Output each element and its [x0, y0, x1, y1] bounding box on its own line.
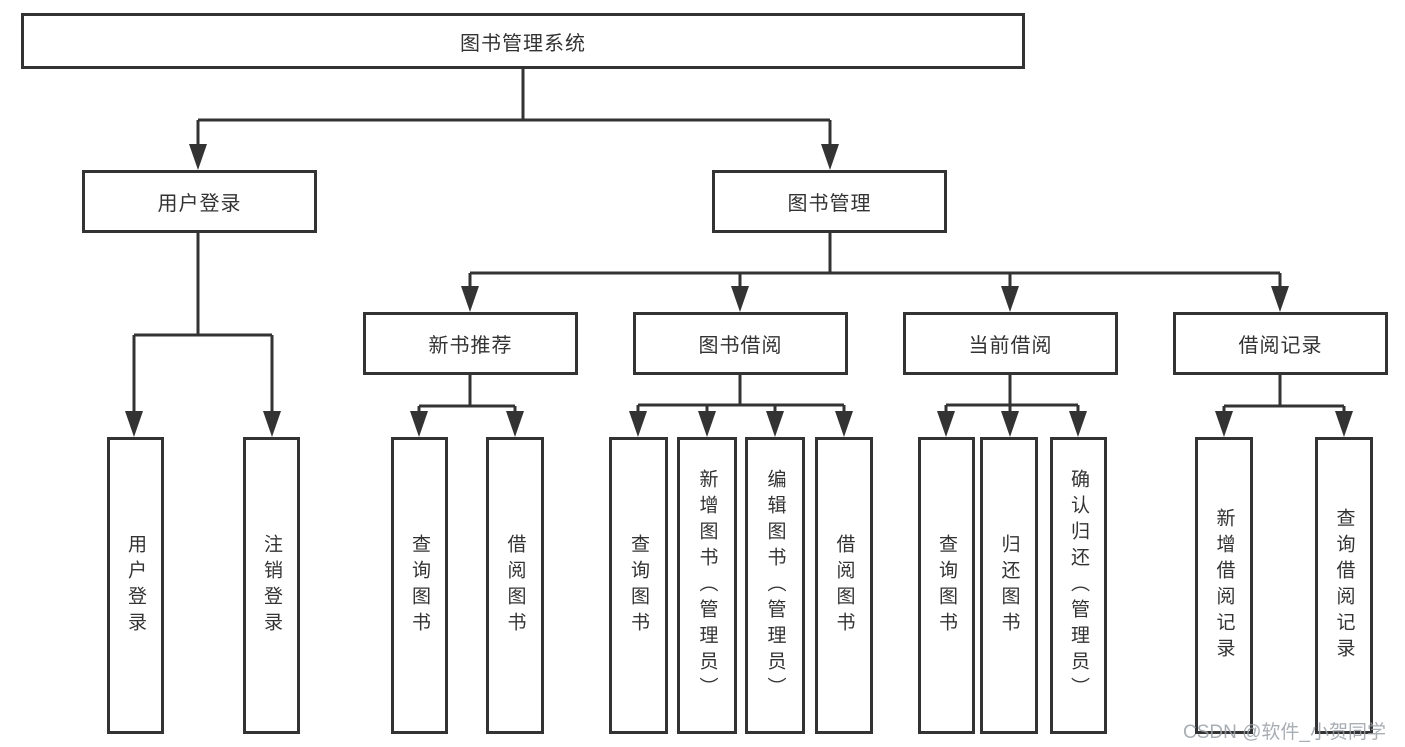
node-label: 图书管理 [787, 193, 872, 215]
leaf-label: 归还图书 [998, 533, 1020, 638]
leaf-confirm-return-admin: 确认归还（管理员） [1050, 437, 1107, 734]
leaf-label: 查询图书 [409, 533, 430, 638]
leaf-return-books: 归还图书 [980, 437, 1038, 734]
leaf-label: 新增图书（管理员） [696, 468, 718, 703]
leaf-label: 借阅图书 [504, 533, 526, 638]
leaf-label: 编辑图书（管理员） [764, 468, 786, 703]
node-label: 图书管理系统 [460, 32, 586, 55]
leaf-label: 新增借阅记录 [1213, 507, 1235, 664]
node-library-management-system: 图书管理系统 [21, 13, 1025, 69]
node-new-book-recommendation: 新书推荐 [363, 312, 578, 375]
leaf-add-books-admin: 新增图书（管理员） [677, 437, 737, 734]
connector-paths [132, 68, 1346, 412]
leaf-query-books: 查询图书 [391, 437, 448, 734]
leaf-edit-books-admin: 编辑图书（管理员） [745, 437, 805, 734]
node-user-login: 用户登录 [82, 170, 317, 233]
leaf-borrow-books: 借阅图书 [815, 437, 873, 734]
leaf-borrow-books: 借阅图书 [486, 437, 544, 734]
leaf-query-books: 查询图书 [609, 437, 668, 734]
node-label: 新书推荐 [428, 335, 513, 357]
node-current-borrowing: 当前借阅 [903, 312, 1118, 375]
leaf-label: 查询借阅记录 [1333, 507, 1355, 664]
csdn-watermark: CSDN @软件_小贺同学 [1183, 722, 1386, 743]
leaf-user-login: 用户登录 [107, 437, 164, 734]
node-book-management: 图书管理 [712, 170, 947, 233]
leaf-label: 用户登录 [125, 533, 146, 638]
leaf-add-borrow-record: 新增借阅记录 [1195, 437, 1253, 734]
node-borrowing-records: 借阅记录 [1173, 312, 1388, 375]
arrowheads [125, 144, 1353, 437]
leaf-label: 注销登录 [261, 533, 282, 638]
node-book-borrowing: 图书借阅 [633, 312, 848, 375]
leaf-label: 确认归还（管理员） [1068, 468, 1089, 703]
leaf-label: 查询图书 [936, 533, 957, 638]
leaf-label: 查询图书 [628, 533, 649, 638]
leaf-query-books: 查询图书 [918, 437, 975, 734]
leaf-query-borrow-record: 查询借阅记录 [1315, 437, 1373, 734]
node-label: 当前借阅 [968, 335, 1053, 357]
node-label: 借阅记录 [1238, 335, 1323, 357]
leaf-logout: 注销登录 [243, 437, 300, 734]
node-label: 用户登录 [157, 193, 242, 215]
leaf-label: 借阅图书 [833, 533, 855, 638]
node-label: 图书借阅 [698, 335, 783, 357]
